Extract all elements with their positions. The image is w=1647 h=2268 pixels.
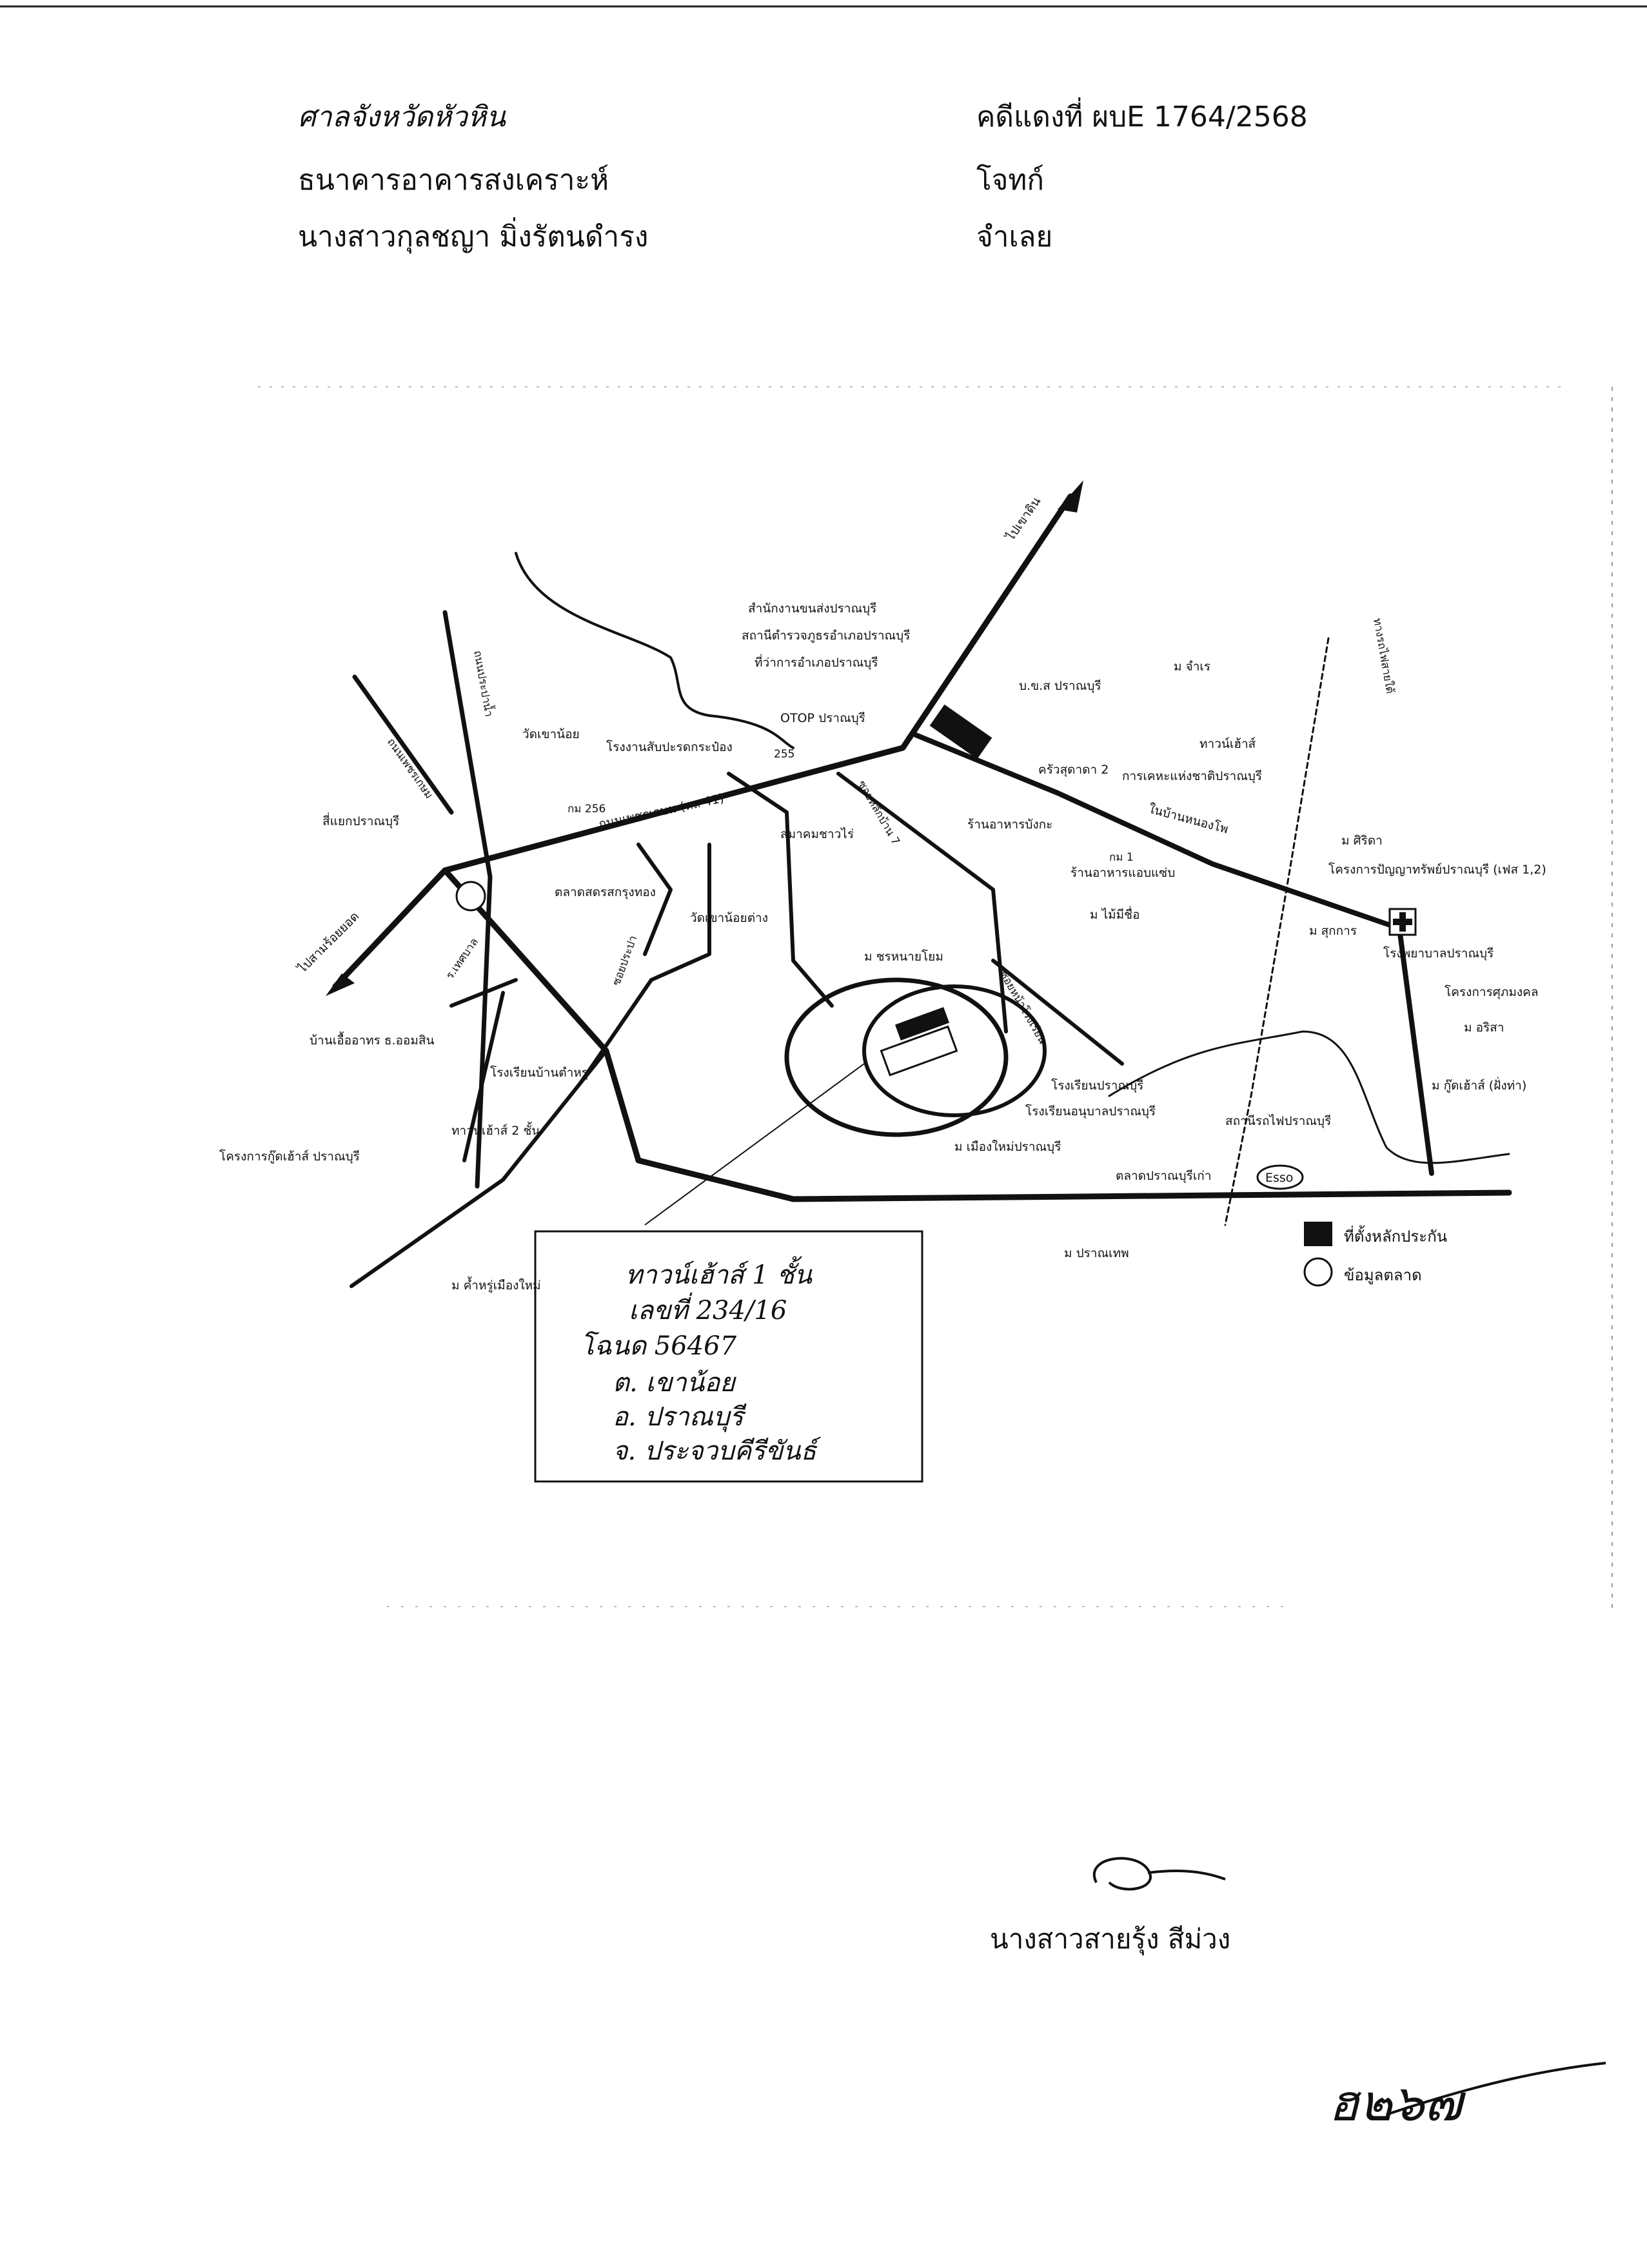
label-road-km256: กม 256 — [567, 803, 606, 816]
label-m-chan: ม ชรหนายโยม — [864, 949, 943, 964]
label-train-station: สถานีรถไฟปราณบุรี — [1225, 1114, 1331, 1129]
label-hospital: โรงพยาบาลปราณบุรี — [1383, 946, 1494, 961]
road-soi-1 — [727, 772, 834, 1008]
label-road-ptt: ถนนเพชรเกษม — [384, 736, 435, 801]
road-to-pran-beach — [332, 867, 448, 990]
label-district-office: ที่ว่าการอำเภอปราณบุรี — [754, 654, 878, 670]
label-police-station: สถานีตำรวจภูธรอำเภอปราณบุรี — [742, 629, 910, 643]
legend-market-label: ข้อมูลตลาด — [1344, 1266, 1422, 1284]
label-office-transport: สำนักงานขนส่งปราณบุรี — [748, 601, 876, 616]
label-road-255: 255 — [774, 748, 794, 761]
label-project-3: โครงการกู๊ดเฮ้าส์ ปราณบุรี — [219, 1149, 360, 1164]
road-south-main — [442, 867, 1512, 1202]
label-thesaban: ร.เทศบาล — [444, 936, 481, 982]
case-number: คดีแดงที่ ผบE 1764/2568 — [976, 101, 1308, 133]
plaintiff-name: ธนาคารอาคารสงเคราะห์ — [298, 164, 609, 197]
road-north-2 — [352, 674, 454, 815]
arrow-to-khao-din — [1058, 480, 1083, 513]
label-project-1: โครงการปัญญาทรัพย์ปราณบุรี (เฟส 1,2) — [1328, 862, 1546, 877]
label-samakom: สมาคมชาวไร่ — [780, 827, 854, 841]
label-to-khao-din: ไปเขาดิน — [1003, 494, 1043, 544]
note-line-3: โฉนด 56467 — [580, 1331, 737, 1361]
temple-icon — [455, 881, 486, 912]
label-soi-2: ซอยประปา — [610, 934, 640, 988]
label-m-jamree: ม จำเร — [1174, 660, 1210, 674]
label-town-house: ทาวน์เฮ้าส์ — [1199, 737, 1256, 751]
canal-east — [1108, 1030, 1510, 1164]
label-m-muang-mai: ม เมืองใหม่ปราณบุรี — [954, 1140, 1061, 1155]
road-west-south — [350, 1049, 608, 1288]
label-m-arisa: ม อริสา — [1464, 1021, 1504, 1035]
legend-collateral-label: ที่ตั้งหลักประกัน — [1344, 1227, 1448, 1246]
signatory-name: นางสาวสายรุ้ง สีม่วง — [990, 1923, 1231, 1955]
note-line-6: จ. ประจวบคีรีขันธ์ — [613, 1436, 816, 1466]
label-wat-khao-noi: วัดเขาน้อย — [522, 727, 580, 741]
label-road-north: ถนนประปาน้ำ — [471, 649, 497, 718]
note-line-5: อ. ปราณบุรี — [613, 1402, 744, 1432]
note-line-1: ทาวน์เฮ้าส์ 1 ชั้น — [626, 1260, 812, 1290]
court-name: ศาลจังหวัดหัวหิน — [298, 101, 506, 133]
label-agri-office: การเคหะแห่งชาติปราณบุรี — [1122, 769, 1262, 784]
note-line-2: เลขที่ 234/16 — [629, 1296, 787, 1325]
label-esso: Esso — [1265, 1171, 1293, 1185]
ring-road-2 — [862, 984, 1047, 1117]
label-otop: OTOP ปราณบุรี — [780, 711, 865, 726]
label-m-mai-ruen: ม ไม้มีชื่อ — [1090, 906, 1139, 922]
label-post-office: บ.ข.ส ปราณบุรี — [1019, 679, 1101, 694]
road-soi-5 — [636, 843, 673, 956]
label-school-2: โรงเรียนอนุบาลปราณบุรี — [1025, 1104, 1156, 1119]
page-mark: ฮ๒๖๗ — [1328, 2075, 1463, 2133]
railway — [1224, 637, 1330, 1226]
label-project-2: โครงการศุภมงคล — [1445, 984, 1539, 1000]
label-restaurant-1: ร้านอาหารบังกะ — [967, 817, 1052, 832]
collateral-site-marker — [894, 1007, 950, 1041]
property-note-box — [534, 1230, 923, 1483]
label-rail-road: ทางรถไฟสายใต้ — [1370, 617, 1397, 694]
arrow-to-pran-beach — [326, 973, 355, 996]
label-m-sirida: ม ศิริดา — [1341, 834, 1383, 848]
legend-collateral-swatch — [1304, 1222, 1332, 1246]
note-line-4: ต. เขาน้อย — [613, 1368, 735, 1398]
label-m-kutthouse: ม กู๊ดเฮ้าส์ (ฝั่งท่า) — [1432, 1077, 1526, 1093]
hospital-icon — [1388, 908, 1417, 936]
road-east — [913, 732, 1434, 1176]
label-restaurant-2: ร้านอาหารแอบแซ่บ — [1070, 866, 1175, 880]
defendant-role: จำเลย — [976, 220, 1053, 253]
label-m-kam-mueang: ม ค้ำหรู่เมืองใหม่ — [451, 1276, 541, 1293]
label-pran-school: โรงเรียนปราณบุรี — [1051, 1078, 1143, 1093]
plaintiff-role: โจทก์ — [976, 164, 1045, 197]
road-soi-2 — [836, 772, 1008, 1033]
label-factory: โรงงานสับปะรดกระป๋อง — [606, 739, 733, 754]
ring-road-1 — [784, 977, 1009, 1137]
label-ban-school: โรงเรียนบ้านตำหรุ — [490, 1065, 588, 1080]
label-old-market: ตลาดปราณบุรีเก่า — [1116, 1169, 1211, 1184]
esso-icon — [1256, 1164, 1304, 1190]
defendant-name: นางสาวกุลชญา มิ่งรัตนดำรง — [298, 220, 649, 253]
road-west-2 — [449, 978, 518, 1008]
label-road-phet: ถนนเพชรเกษม (ทล 41) — [597, 791, 725, 832]
label-fresh-market: ตลาดสดรสกรุงทอง — [555, 885, 656, 900]
label-soi-1: ซอยหลักบ้าน 7 — [855, 779, 902, 848]
collateral-site-block — [880, 1025, 958, 1077]
label-wat-khao-noi-tang: วัดเขาน้อยต่าง — [690, 911, 768, 925]
label-townhouse-2: ทาวน์เฮ้าส์ 2 ชั้น — [451, 1122, 540, 1138]
label-km1: กม 1 — [1109, 851, 1134, 864]
legend-market-swatch — [1303, 1257, 1333, 1287]
road-west-3 — [462, 991, 505, 1162]
page-mark-stroke — [1386, 2062, 1606, 2116]
tesco-icon — [929, 704, 992, 759]
road-soi-4 — [578, 843, 711, 1085]
label-ban-nong-pho: ในบ้านหนองโพ — [1147, 801, 1230, 837]
signature-scribble — [1093, 1857, 1226, 1891]
label-ban-uea: บ้านเอื้ออาทร ธ.ออมสิน — [310, 1031, 434, 1048]
road-soi-3 — [991, 959, 1124, 1066]
label-krua-suda: ครัวสุดาดา 2 — [1038, 763, 1109, 777]
note-leader-line — [644, 1063, 865, 1226]
label-m-sukan: ม สุกการ — [1309, 924, 1357, 939]
label-m-pran-thep: ม ปราณเทพ — [1064, 1246, 1129, 1260]
label-district-pran: สี่แยกปราณบุรี — [322, 812, 399, 829]
road-phetkasem-main — [442, 493, 1074, 874]
river-north — [515, 552, 794, 749]
